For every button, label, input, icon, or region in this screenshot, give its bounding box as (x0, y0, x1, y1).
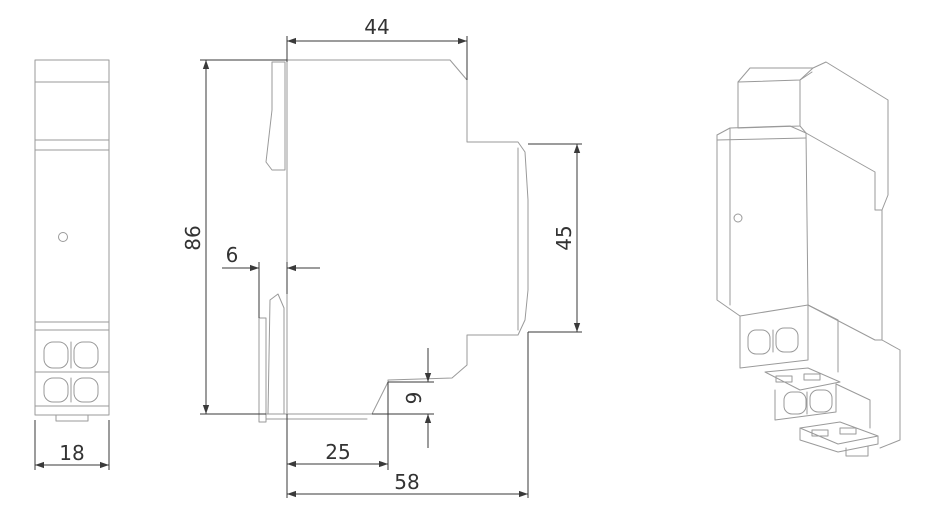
side-bottom-clip (267, 293, 285, 415)
iso-terminal-screw-lower-left (783, 391, 807, 415)
iso-terminal-block-lower (774, 383, 837, 421)
dim-depth-total: 58 (394, 470, 419, 494)
iso-indicator-hole (733, 213, 743, 223)
front-indicator-hole (58, 232, 68, 242)
iso-front-face (716, 125, 809, 306)
iso-terminal-screw-upper-left (747, 329, 771, 355)
iso-terminal-screw-upper-right (775, 327, 799, 353)
front-terminal-screw-lower-left (43, 377, 69, 403)
dim-width-front: 18 (59, 441, 84, 465)
side-body-outline (286, 59, 529, 415)
iso-terminal-block-upper (739, 304, 809, 369)
front-terminal-screw-upper-right (73, 341, 99, 369)
side-view: 44 86 6 45 9 25 58 (181, 15, 582, 498)
front-terminal-screw-upper-left (43, 341, 69, 369)
side-rail-clip (258, 317, 267, 423)
dim-depth-top: 44 (364, 15, 389, 39)
dim-height-body: 45 (552, 225, 576, 250)
iso-body-outline (737, 61, 901, 449)
isometric-view (716, 61, 901, 457)
dim-depth-clip: 6 (226, 243, 239, 267)
dim-depth-rail: 25 (325, 440, 350, 464)
dim-offset-terminal: 9 (402, 392, 426, 405)
dim-height-total: 86 (181, 225, 205, 250)
front-view: 18 (34, 59, 110, 470)
side-top-clip (265, 61, 286, 171)
iso-terminal-step (764, 367, 841, 391)
front-terminal-screw-lower-right (73, 377, 99, 403)
iso-rail-clip (845, 445, 869, 457)
front-rail-clip (55, 414, 89, 422)
iso-terminal-screw-lower-right (809, 389, 833, 413)
